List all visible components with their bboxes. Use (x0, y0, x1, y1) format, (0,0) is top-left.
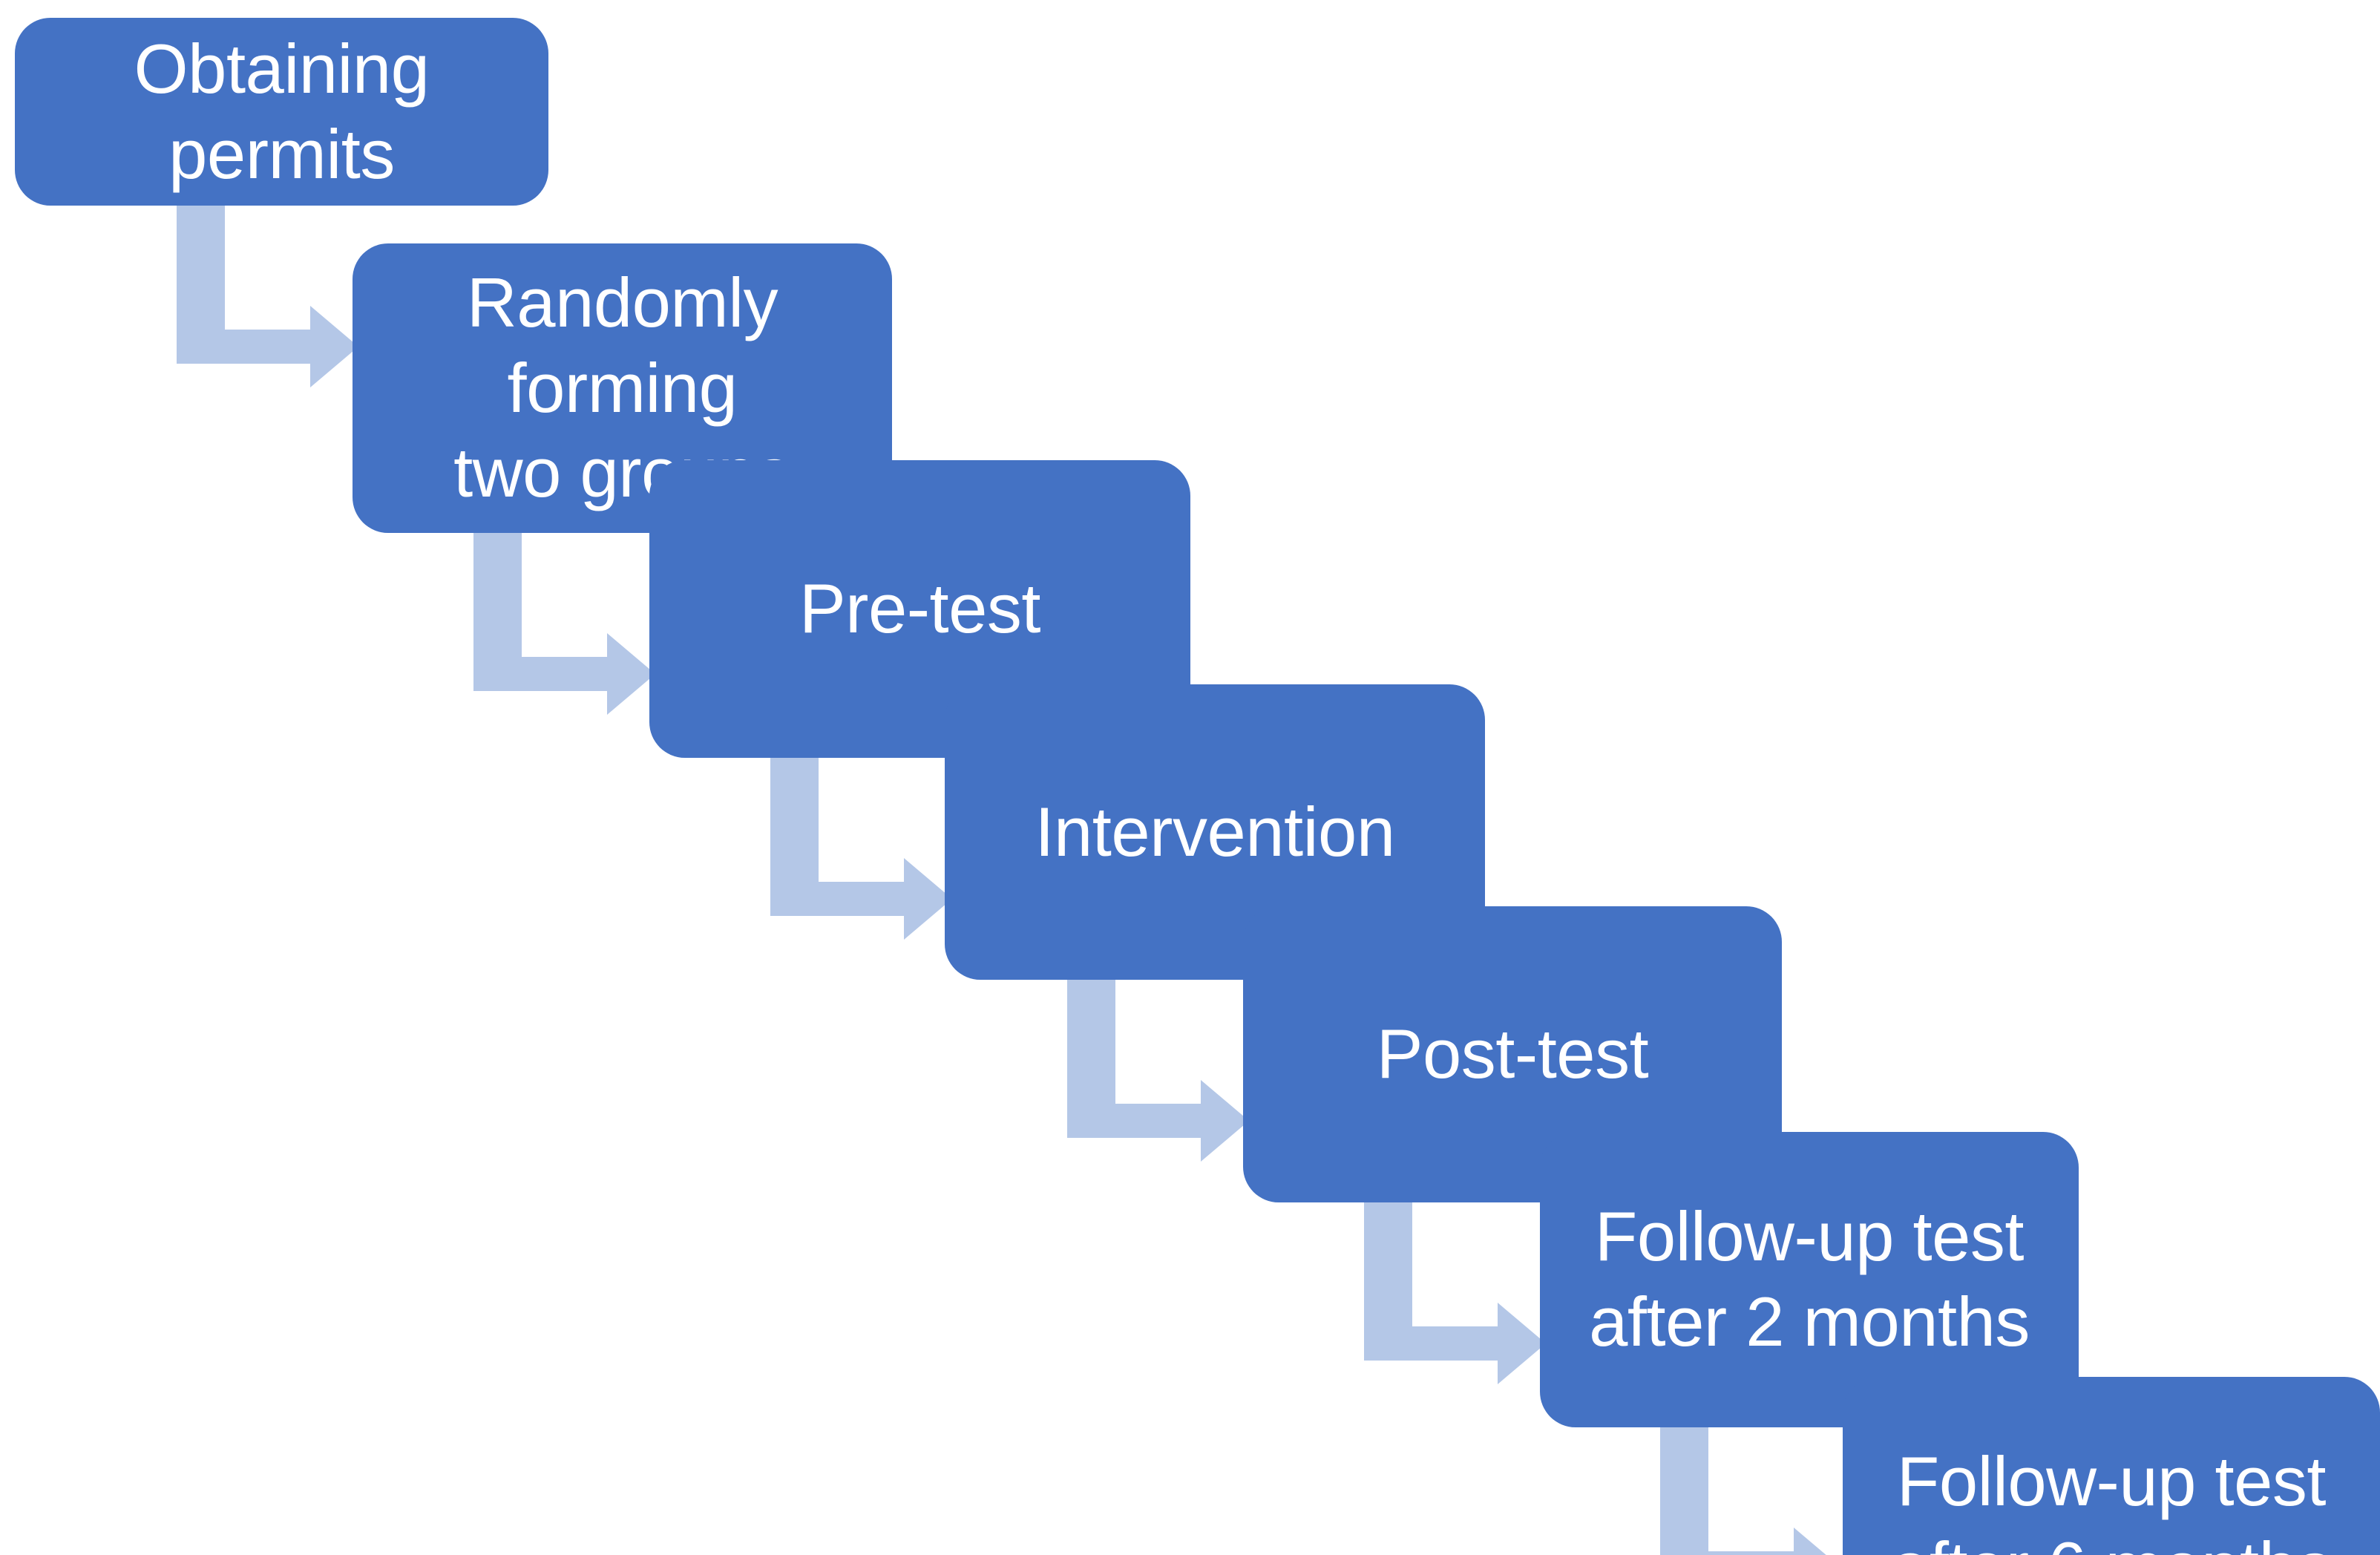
flow-node-post-test[interactable]: Post-test (1243, 906, 1782, 1202)
flow-node-label: Obtaining permits (134, 29, 430, 193)
flow-node-follow-up-test-2-months[interactable]: Follow-up test after 2 months (1540, 1132, 2079, 1427)
flow-node-obtaining-permits[interactable]: Obtaining permits (15, 18, 548, 206)
connector-arrow-1 (177, 206, 358, 387)
connector-arrow-3 (770, 758, 952, 940)
flow-node-label: Intervention (1035, 792, 1395, 871)
flow-node-follow-up-test-6-months[interactable]: Follow-up test after 6 months (1843, 1377, 2380, 1555)
flow-node-label: Post-test (1376, 1015, 1649, 1093)
flow-node-label: Follow-up test after 6 months (1891, 1442, 2332, 1555)
connector-arrow-6 (1660, 1427, 1842, 1555)
flow-node-label: Pre-test (799, 569, 1041, 648)
connector-arrow-2 (473, 533, 655, 715)
flow-node-label: Follow-up test after 2 months (1589, 1197, 2030, 1361)
connector-arrow-4 (1067, 980, 1249, 1162)
connector-arrow-5 (1364, 1202, 1546, 1384)
